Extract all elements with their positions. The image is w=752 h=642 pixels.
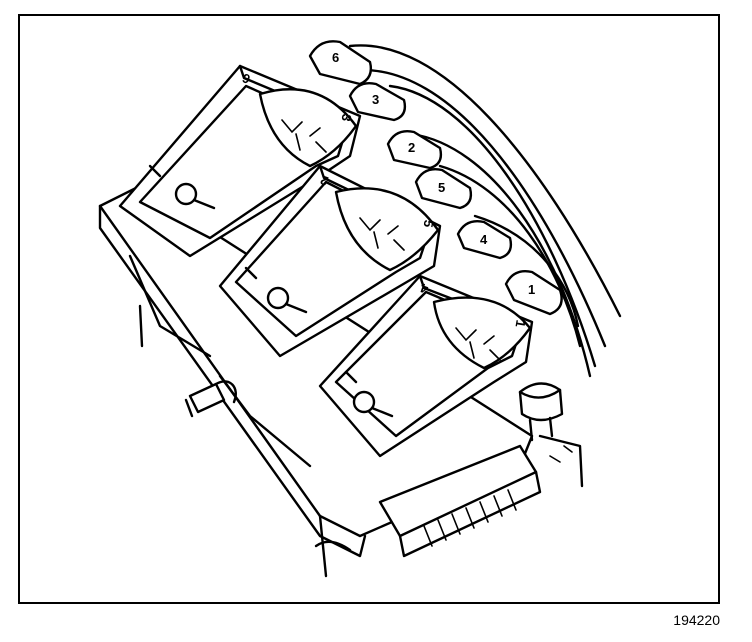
wire-tag-label: 4 [480,232,488,247]
wire-tag-1: 1 [504,270,563,316]
wire-tag-label: 1 [528,282,535,297]
ignition-coil-pack-illustration: 6 3 2 5 4 1 [98,40,622,578]
coil-right-label: 3 [339,113,355,123]
lower-bracket [314,434,584,578]
mounting-bolt-right [518,382,564,442]
coil-4-1: 4 1 [318,274,534,458]
wire-tag-label: 2 [408,140,415,155]
wire-tag-label: 5 [438,180,445,195]
coil-left-label: 6 [240,70,252,87]
mounting-stud-left [184,380,237,418]
coil-2-5: 2 5 [218,164,442,358]
coil-right-label: 1 [513,319,529,329]
wire-tag-3: 3 [348,82,407,122]
coil-6-3: 6 3 [118,64,362,258]
wire-tag-label: 3 [372,92,379,107]
diagram-frame: 6 3 2 5 4 1 [18,14,720,604]
wire-tag-label: 6 [332,50,339,65]
coil-left-label: 2 [318,172,330,189]
wire-tag-4: 4 [456,220,513,260]
coil-right-label: 5 [421,219,437,229]
figure-number: 194220 [673,612,720,628]
wire-tag-5: 5 [414,168,473,210]
wire-tag-6: 6 [308,40,373,86]
electrical-connector [378,444,542,558]
wire-tag-2: 2 [386,130,443,170]
spark-plug-wires [348,44,622,378]
